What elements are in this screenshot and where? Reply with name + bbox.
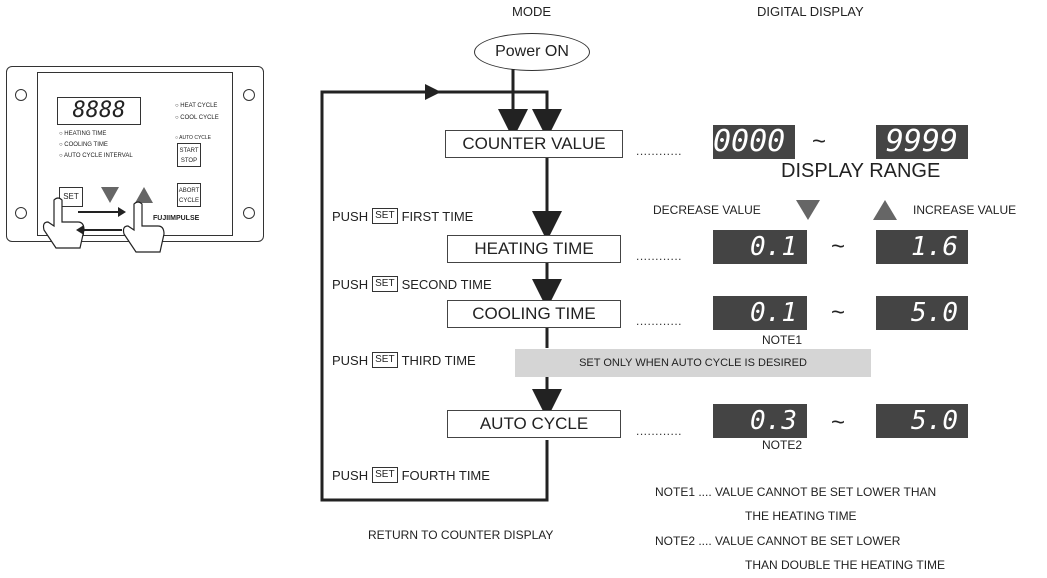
set-key-icon: SET xyxy=(372,276,398,292)
brand-logo: FUJIIMPULSE xyxy=(153,215,200,222)
screw-icon xyxy=(15,89,27,101)
heating-max-display: 1.6 xyxy=(876,230,968,264)
mode-header: MODE xyxy=(512,4,551,19)
heating-time-box: HEATING TIME xyxy=(447,235,621,263)
heating-min-display: 0.1 xyxy=(713,230,807,264)
note1-line1: NOTE1 .... VALUE CANNOT BE SET LOWER THA… xyxy=(655,485,937,499)
cooling-max-display: 5.0 xyxy=(876,296,968,330)
cooling-time-box: COOLING TIME xyxy=(447,300,621,328)
increase-triangle-icon xyxy=(873,200,897,220)
cooling-time-indicator: ○ COOLING TIME xyxy=(59,142,108,148)
screw-icon xyxy=(243,207,255,219)
decrease-triangle-icon xyxy=(796,200,820,220)
note2-line2: THAN DOUBLE THE HEATING TIME xyxy=(745,558,946,572)
cooling-min-display: 0.1 xyxy=(713,296,807,330)
cool-cycle-indicator: ○ COOL CYCLE xyxy=(175,115,219,121)
push-first: PUSH SET FIRST TIME xyxy=(332,208,474,224)
heating-time-indicator: ○ HEATING TIME xyxy=(59,131,107,137)
counter-value-box: COUNTER VALUE xyxy=(445,130,623,158)
note1-line2: THE HEATING TIME xyxy=(745,509,857,523)
note2-marker: NOTE2 xyxy=(762,438,803,452)
range-tilde-auto: ~ xyxy=(831,409,846,436)
swipe-arrows-icon xyxy=(76,207,126,235)
up-arrow-button[interactable] xyxy=(135,187,153,203)
panel-display: 8888 xyxy=(57,97,141,125)
auto-cycle-interval-indicator: ○ AUTO CYCLE INTERVAL xyxy=(59,153,133,159)
range-tilde-heating: ~ xyxy=(831,233,846,260)
push-fourth: PUSH SET FOURTH TIME xyxy=(332,467,490,483)
counter-min-display: 0000 xyxy=(713,125,795,159)
note1-marker: NOTE1 xyxy=(762,333,803,347)
power-on-node: Power ON xyxy=(474,33,590,71)
push-second: PUSH SET SECOND TIME xyxy=(332,276,492,292)
set-key-icon: SET xyxy=(372,467,398,483)
screw-icon xyxy=(15,207,27,219)
down-arrow-button[interactable] xyxy=(101,187,119,203)
counter-max-display: 9999 xyxy=(876,125,968,159)
set-key-icon: SET xyxy=(372,352,398,368)
auto-cycle-box: AUTO CYCLE xyxy=(447,410,621,438)
auto-min-display: 0.3 xyxy=(713,404,807,438)
auto-max-display: 5.0 xyxy=(876,404,968,438)
auto-cycle-banner: SET ONLY WHEN AUTO CYCLE IS DESIRED xyxy=(515,349,871,377)
auto-cycle-indicator: ○ AUTO CYCLE xyxy=(175,135,212,141)
screw-icon xyxy=(243,89,255,101)
display-range-label: DISPLAY RANGE xyxy=(781,160,941,182)
range-tilde-counter: ~ xyxy=(812,128,827,155)
abort-cycle-button[interactable]: ABORT CYCLE xyxy=(177,183,201,207)
heat-cycle-indicator: ○ HEAT CYCLE xyxy=(175,103,218,109)
start-stop-button[interactable]: START STOP xyxy=(177,143,201,167)
range-tilde-cooling: ~ xyxy=(831,299,846,326)
set-key-icon: SET xyxy=(372,208,398,224)
hand-icon xyxy=(122,201,165,253)
dots-heating: ............ xyxy=(636,249,683,263)
push-third: PUSH SET THIRD TIME xyxy=(332,352,476,368)
dots-cooling: ............ xyxy=(636,314,683,328)
increase-value-label: INCREASE VALUE xyxy=(913,203,1017,217)
note2-line1: NOTE2 .... VALUE CANNOT BE SET LOWER xyxy=(655,534,901,548)
digital-display-header: DIGITAL DISPLAY xyxy=(757,4,864,19)
dots-counter: ............ xyxy=(636,144,683,158)
set-button[interactable]: SET xyxy=(59,187,83,207)
dots-auto: ............ xyxy=(636,424,683,438)
return-label: RETURN TO COUNTER DISPLAY xyxy=(368,528,554,542)
decrease-value-label: DECREASE VALUE xyxy=(653,203,761,217)
